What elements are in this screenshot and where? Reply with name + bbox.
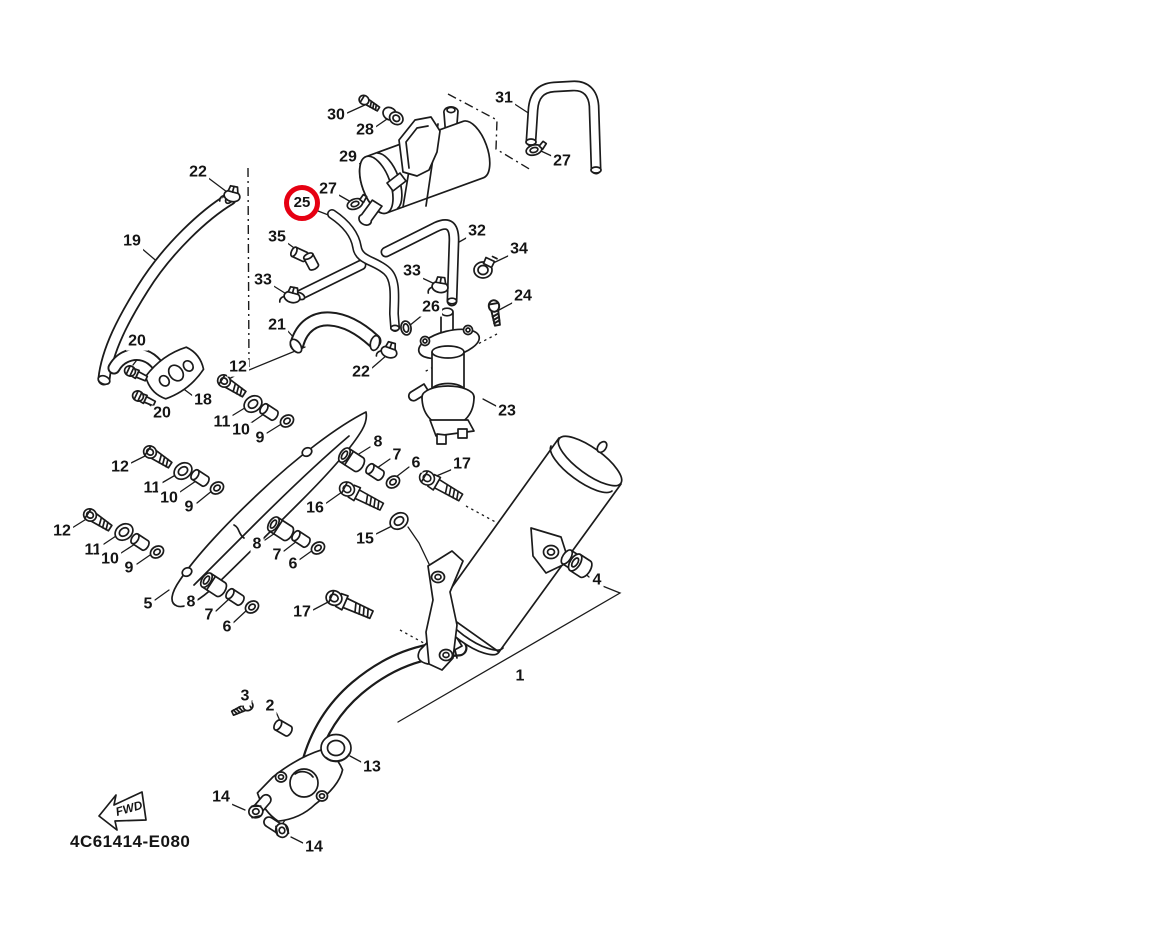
collar-2 [271,717,295,739]
bushing-group-b [264,514,328,558]
fuel-pump-23 [407,307,481,445]
clamp-34 [473,255,498,279]
hose-32 [294,219,460,307]
washer-15 [386,508,412,534]
bolt-16 [336,478,386,514]
screw-3 [229,698,256,719]
joint-35 [289,246,320,271]
heat-shield-5 [171,411,368,608]
bolt-17-upper [416,467,466,505]
clamp-33-right [427,274,451,298]
clamp-33-left [278,283,304,308]
grommet-28 [382,106,404,126]
gasket-13 [320,733,352,763]
fastener-group-2 [140,442,227,498]
pipe-flange [256,748,344,823]
bolt-17-lower [322,586,376,623]
canister-29 [356,92,491,226]
bolt-20-lower [130,388,158,409]
muffler-front-bracket [425,550,464,671]
elbow-18 [107,346,205,409]
screw-30 [356,92,382,114]
hose-21 [289,311,382,354]
hose-31 [525,80,602,175]
diagram-code: 4C61414-E080 [70,832,191,851]
fastener-group-3 [80,505,167,562]
bolt-20-upper [122,363,150,384]
oring-26 [399,319,413,337]
hose-25 [327,209,401,332]
damper-4 [560,549,593,579]
leader-lines [71,102,590,844]
fwd-arrow: FWD [98,791,147,831]
muffler-rear-bracket [530,527,570,574]
bolt-24 [486,298,504,328]
fastener-group-1 [214,371,297,431]
